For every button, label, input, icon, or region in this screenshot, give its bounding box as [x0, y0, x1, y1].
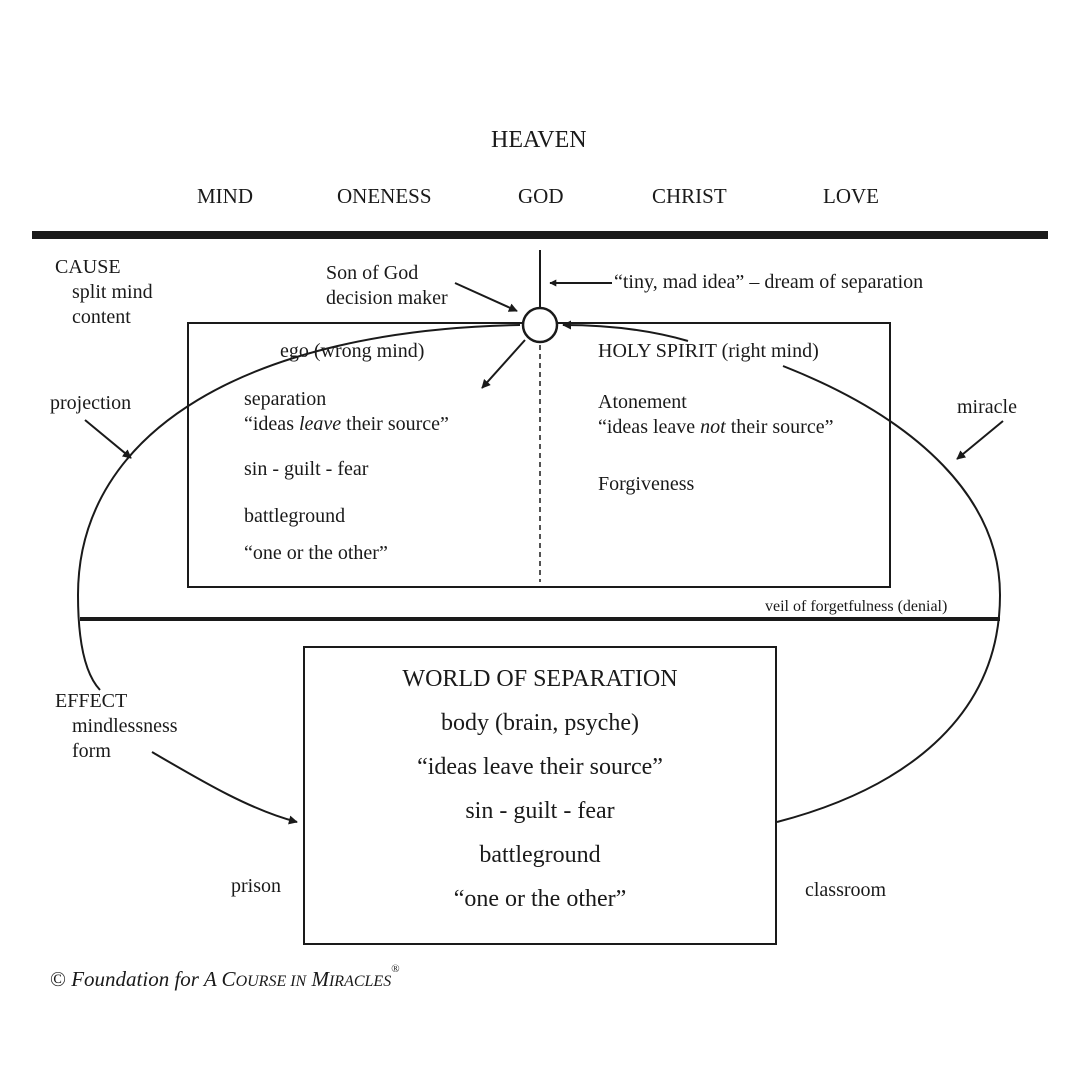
effect-line-form: form: [72, 740, 111, 762]
right-cycle-arc: [776, 365, 1002, 823]
copyright-text-1: Foundation for A C: [65, 967, 236, 991]
ego-one-or-other: “one or the other”: [244, 542, 388, 564]
ego-ideas-pre: “ideas: [244, 413, 299, 435]
heaven-attribute-mind: MIND: [197, 184, 253, 208]
veil-line: [80, 617, 1000, 621]
world-line-battleground: battleground: [479, 842, 601, 868]
world-line-body: body (brain, psyche): [441, 710, 639, 736]
cause-line-split-mind: split mind: [72, 281, 153, 303]
hs-ideas-pre: “ideas leave: [598, 416, 701, 438]
hs-ideas-post: their source”: [725, 416, 834, 438]
son-of-god-label: Son of God: [326, 262, 419, 284]
heaven-attribute-christ: CHRIST: [652, 184, 727, 208]
heaven-title: HEAVEN: [491, 127, 587, 153]
tiny-mad-idea-label: “tiny, mad idea” – dream of separation: [614, 271, 924, 293]
world-line-sin: sin - guilt - fear: [465, 798, 615, 824]
cause-heading: CAUSE: [55, 256, 121, 278]
ego-separation: separation: [244, 388, 327, 410]
heaven-attribute-god: GOD: [518, 184, 564, 208]
ego-battleground: battleground: [244, 505, 346, 527]
ego-ideas-emphasis: leave: [298, 413, 342, 435]
effect-line-mindlessness: mindlessness: [72, 715, 178, 737]
holy-spirit-atonement: Atonement: [598, 391, 687, 413]
effect-arrow: [151, 751, 298, 825]
miracle-arrow: [956, 420, 1004, 460]
ego-ideas-leave: “ideas leave their source”: [244, 414, 449, 434]
miracle-label: miracle: [957, 396, 1017, 418]
ego-ideas-post: their source”: [341, 413, 449, 435]
heaven-attribute-love: LOVE: [823, 184, 879, 208]
copyright-smallcaps-2: IRACLES: [328, 973, 392, 990]
copyright-text-2: M: [306, 967, 329, 991]
decision-maker-circle: [521, 306, 559, 344]
left-cycle-arc: [76, 324, 521, 691]
holy-spirit-ideas-not: “ideas leave not their source”: [598, 417, 833, 437]
son-of-god-arrow: [454, 282, 518, 312]
copyright-notice: © Foundation for A COURSE IN MIRACLES®: [50, 963, 400, 992]
decision-maker-label: decision maker: [326, 287, 448, 309]
ego-sin-guilt-fear: sin - guilt - fear: [244, 458, 369, 480]
projection-arrow: [84, 419, 132, 459]
world-line-one-or-other: “one or the other”: [453, 886, 627, 912]
holy-spirit-heading: HOLY SPIRIT (right mind): [598, 340, 819, 362]
ego-choice-arrow: [481, 339, 526, 389]
copyright-symbol: ©: [50, 967, 66, 991]
effect-heading: EFFECT: [55, 690, 128, 712]
ego-heading: ego (wrong mind): [280, 340, 425, 362]
world-box: [303, 646, 777, 945]
holy-spirit-choice-arrow: [562, 320, 689, 342]
heaven-divider: [32, 231, 1048, 239]
copyright-smallcaps-1: OURSE IN: [235, 973, 307, 990]
veil-label: veil of forgetfulness (denial): [765, 598, 948, 615]
projection-label: projection: [50, 392, 132, 414]
world-line-ideas: “ideas leave their source”: [417, 754, 663, 780]
heaven-attribute-oneness: ONENESS: [337, 184, 432, 208]
holy-spirit-forgiveness: Forgiveness: [598, 473, 695, 495]
world-title: WORLD OF SEPARATION: [402, 666, 678, 692]
classroom-label: classroom: [805, 879, 887, 901]
hs-ideas-emphasis: not: [700, 416, 726, 438]
prison-label: prison: [231, 875, 281, 897]
cause-line-content: content: [72, 306, 131, 328]
registered-mark: ®: [391, 963, 400, 975]
